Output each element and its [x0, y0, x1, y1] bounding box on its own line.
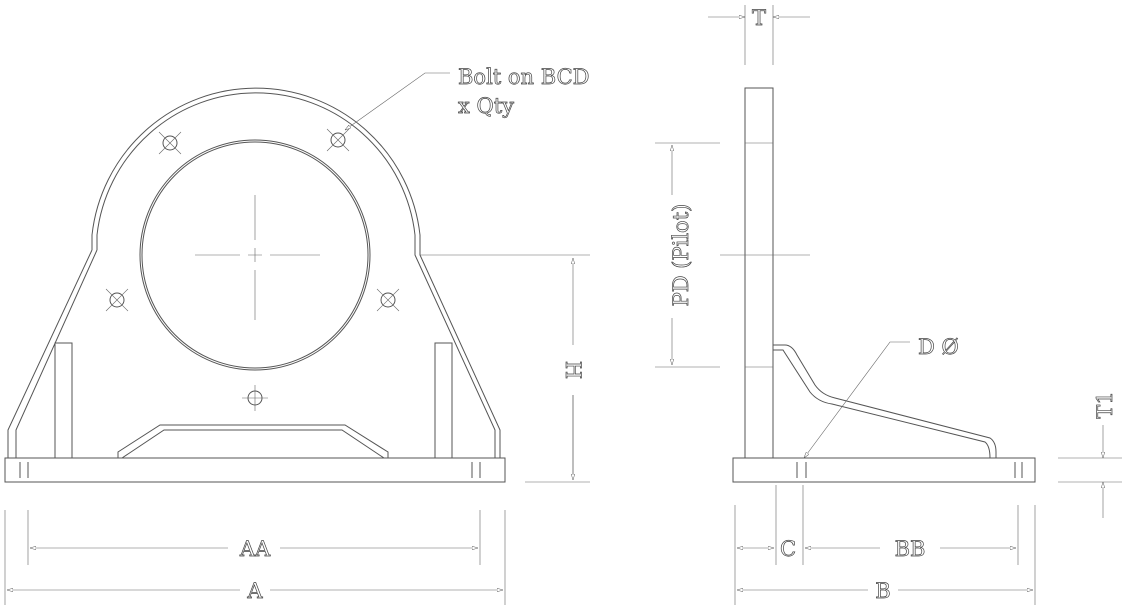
bolt-note: Bolt on BCD: [458, 65, 589, 89]
dim-a-label: A: [246, 579, 263, 603]
bracket-outline: [7, 87, 501, 458]
dim-bb-label: BB: [895, 537, 926, 561]
pilot-bore: [139, 139, 371, 371]
base-plate: [4, 457, 506, 483]
bolt-hole-icons: [105, 128, 400, 411]
dim-t-label: T: [752, 6, 766, 30]
dim-d-label: D Ø: [918, 335, 959, 359]
foot-slot-left: [54, 342, 73, 458]
dim-t1-label: T1: [1093, 391, 1117, 418]
side-base-plate: [732, 457, 1036, 483]
bolt-qty-note: x Qty: [458, 94, 514, 118]
base-cutout: [117, 424, 389, 459]
dim-h-label: H: [561, 361, 585, 379]
dim-pd-label: PD (Pilot): [669, 204, 693, 307]
vertical-plate: [744, 87, 774, 459]
front-view: Bolt on BCD x Qty H AA A: [4, 65, 590, 605]
centerline: [195, 195, 320, 320]
foot-slot-right: [434, 342, 453, 458]
gusset: [773, 344, 997, 459]
dim-c-label: C: [780, 537, 796, 561]
dim-aa-label: AA: [239, 537, 271, 561]
side-view: T PD (Pilot) D Ø T1 C BB B: [655, 5, 1122, 605]
dim-b-label: B: [875, 579, 890, 603]
